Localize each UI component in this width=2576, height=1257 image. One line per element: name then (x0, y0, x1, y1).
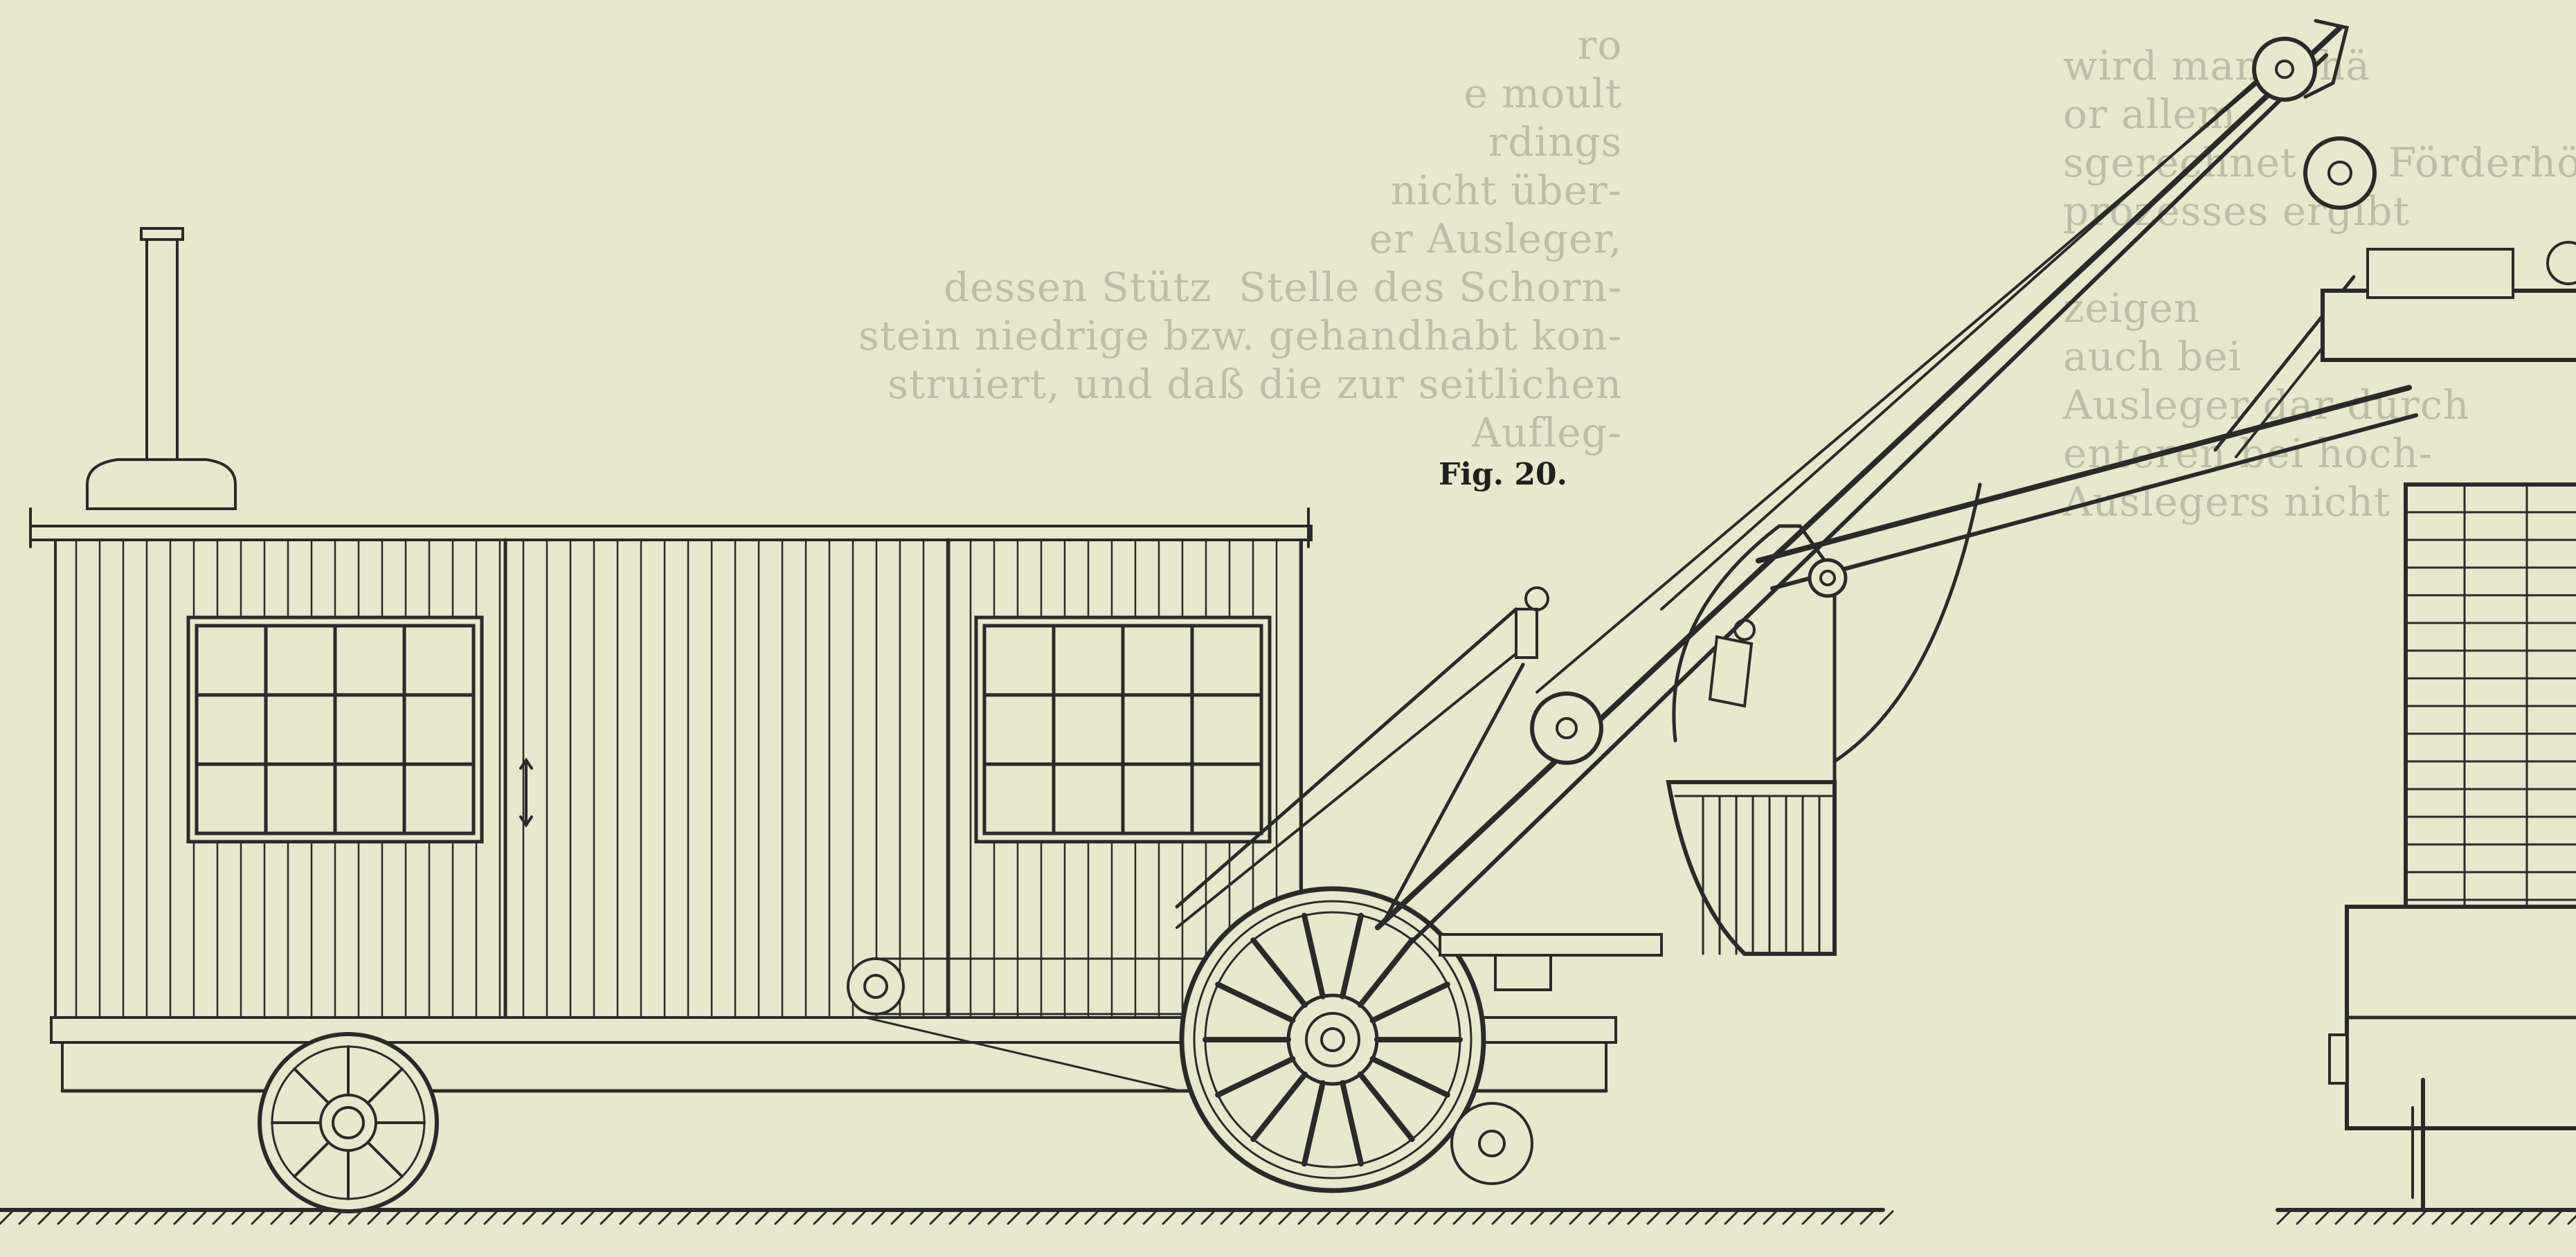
car-window-left (186, 615, 484, 844)
bleed-line: zeigen (2063, 284, 2201, 332)
excavator-bucket (1666, 482, 1982, 956)
crane-boom (1175, 19, 2377, 943)
winch-drum (1515, 558, 1848, 765)
ground-line (0, 1208, 2576, 1225)
bleed-line: nicht über- (1390, 167, 1623, 214)
door-handle (519, 757, 533, 828)
bleed-line: Aufleg- (1243, 409, 1623, 456)
bleed-line: ro (1577, 21, 1623, 69)
bleed-line: rdings (1488, 118, 1623, 165)
bleed-line: auch bei (2063, 333, 2242, 380)
bleed-line: er Ausleger, (1369, 215, 1623, 262)
bleed-line: or allem (2063, 91, 2237, 138)
car-window-right (974, 615, 1272, 844)
boom-platform (1439, 933, 1663, 991)
rear-wheel (258, 1032, 439, 1213)
front-roller (1450, 1102, 1533, 1185)
bleed-line: struiert, und daß die zur seitlichen (888, 361, 1623, 408)
drive-wheel (1179, 886, 1486, 1193)
bleed-line: stein niedrige bzw. gehandhabt kon- (858, 312, 1623, 359)
bleed-line: e moult (1463, 70, 1623, 117)
figure-caption: Fig. 20. (1439, 457, 1567, 492)
right-tower (2321, 241, 2576, 1212)
bleed-line: dessen Stütz Stelle des Schorn- (944, 264, 1623, 311)
chimney (86, 227, 237, 510)
dipper-arm (1756, 275, 2418, 590)
